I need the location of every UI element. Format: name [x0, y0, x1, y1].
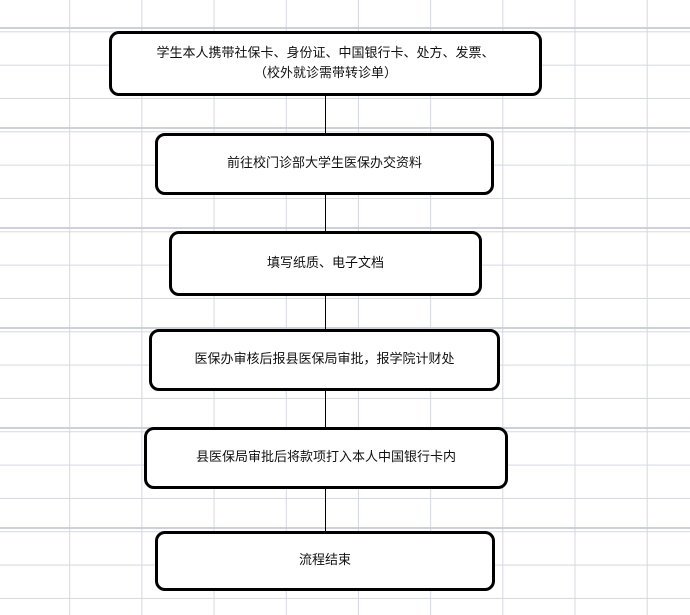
- step-4-text: 医保办审核后报县医保局审批，报学院计财处: [194, 352, 455, 367]
- step-2-box: 前往校门诊部大学生医保办交资料: [155, 133, 494, 195]
- step-1-line1: 学生本人携带社保卡、身份证、中国银行卡、处方、发票、: [156, 45, 495, 61]
- step-5-text: 县医保局审批后将款项打入本人中国银行卡内: [195, 450, 456, 465]
- connector: [325, 295, 326, 331]
- connector: [325, 194, 326, 233]
- step-6-text: 流程结束: [298, 553, 351, 568]
- step-3-box: 填写纸质、电子文档: [169, 231, 482, 296]
- connector: [325, 95, 326, 135]
- step-2-text: 前往校门诊部大学生医保办交资料: [226, 156, 422, 171]
- step-1-line2: （校外就诊需带转诊单）: [253, 65, 397, 81]
- step-3-text: 填写纸质、电子文档: [266, 255, 384, 271]
- step-4-box: 医保办审核后报县医保局审批，报学院计财处: [149, 329, 500, 391]
- step-1-box: 学生本人携带社保卡、身份证、中国银行卡、处方、发票、 （校外就诊需带转诊单）: [109, 31, 542, 96]
- connector: [325, 488, 326, 533]
- connector: [325, 390, 326, 429]
- step-5-box: 县医保局审批后将款项打入本人中国银行卡内: [144, 427, 508, 489]
- step-6-box: 流程结束: [155, 531, 495, 591]
